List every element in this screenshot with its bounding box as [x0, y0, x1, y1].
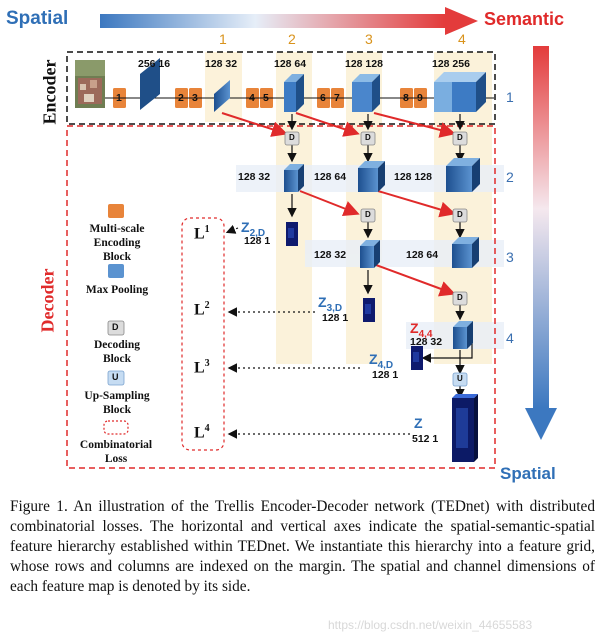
loss-2: L2 [194, 300, 210, 319]
decoder-feature-maps [284, 158, 480, 349]
figure-caption: Figure 1. An illustration of the Trellis… [10, 498, 595, 595]
decoder-label: Decoder [37, 268, 58, 333]
loss-3: L3 [194, 358, 210, 377]
encoder-block-9-number: 9 [417, 92, 423, 104]
row-index-3: 3 [506, 249, 514, 265]
encoder-block-2-number: 2 [178, 92, 184, 104]
legend-upsampling-label: Up-Sampling Block [84, 390, 150, 416]
output-z-4d-dims: 128 1 [372, 369, 399, 381]
column-index-4: 4 [458, 31, 466, 47]
encoder-block-1-number: 1 [116, 92, 122, 104]
encoder-dim-1: 256 16 [138, 58, 171, 70]
header-semantic: Semantic [484, 9, 565, 29]
decoding-block-label: D [365, 133, 371, 142]
decoder-dim-r4c4: 128 32 [410, 336, 443, 348]
column-index-1: 1 [219, 31, 227, 47]
output-z-4d: Z4,D [369, 351, 394, 371]
loss-connectors [225, 224, 410, 439]
row-index-4: 4 [506, 330, 514, 346]
loss-4: L4 [194, 423, 210, 442]
figure-graphics [66, 7, 557, 469]
output-z-44: Z4,4 [410, 320, 433, 340]
encoder-feature-maps [140, 58, 486, 112]
loss-1: L1 [194, 224, 210, 243]
decoding-block-label: D [457, 210, 463, 219]
output-z-final: Z [414, 415, 423, 431]
legend-encoding-label: Multi-scale Encoding Block [89, 223, 145, 263]
encoder-block-6-number: 6 [320, 92, 326, 104]
encoder-dim-3: 128 64 [274, 58, 307, 70]
output-z-final-dims: 512 1 [412, 433, 439, 445]
loss-box [181, 217, 225, 451]
encoder-label: Encoder [39, 59, 60, 125]
decoder-dim-r2c2: 128 32 [238, 171, 271, 183]
input-image [75, 60, 105, 108]
decoding-block-label: D [289, 133, 295, 142]
decoding-block-label: D [457, 293, 463, 302]
legend-u-icon: U [112, 372, 119, 382]
column-index-3: 3 [365, 31, 373, 47]
watermark: https://blog.csdn.net/weixin_44655583 [328, 618, 533, 632]
decoding-blocks [284, 131, 468, 306]
output-z-2d: Z2,D [241, 219, 266, 239]
encoder-block-7-number: 7 [334, 92, 340, 104]
upsampling-block [452, 372, 468, 387]
output-z-3d-dims: 128 1 [322, 312, 349, 324]
encoder-block-5-number: 5 [263, 92, 269, 104]
spatial-semantic-arrow [100, 7, 478, 35]
column-index-2: 2 [288, 31, 296, 47]
row-index-2: 2 [506, 169, 514, 185]
encoder-dim-2: 128 32 [205, 58, 238, 70]
semantic-spatial-arrow [525, 46, 557, 440]
legend-d-icon: D [112, 322, 119, 332]
decoder-dim-r3c4: 128 64 [406, 249, 439, 261]
skip-connections [221, 112, 456, 297]
encoder-block-3-number: 3 [192, 92, 198, 104]
legend-decoding-label: Decoding Block [94, 339, 140, 365]
decoder-dim-r2c4: 128 128 [394, 171, 432, 183]
encoder-dim-4: 128 128 [345, 58, 383, 70]
encoder-dim-5: 128 256 [432, 58, 470, 70]
output-z-2d-dims: 128 1 [244, 235, 271, 247]
decoding-block-label: D [365, 210, 371, 219]
decoding-block-label: D [457, 133, 463, 142]
legend-pooling-label: Max Pooling [85, 284, 149, 296]
encoder-block-4-number: 4 [249, 92, 255, 104]
legend-loss-label: Combinatorial Loss [79, 439, 153, 465]
row-index-1: 1 [506, 89, 514, 105]
density-maps [286, 222, 478, 462]
encoder-block-8-number: 8 [403, 92, 409, 104]
decoder-dim-r3c3: 128 32 [314, 249, 347, 261]
header-spatial-left: Spatial [6, 8, 69, 29]
output-z-3d: Z3,D [318, 294, 343, 314]
legend-icons [103, 204, 129, 435]
decoder-dim-r2c3: 128 64 [314, 171, 347, 183]
vertical-flow [287, 114, 465, 399]
header-spatial-bottom: Spatial [500, 464, 556, 483]
upsampling-block-label: U [457, 374, 463, 383]
